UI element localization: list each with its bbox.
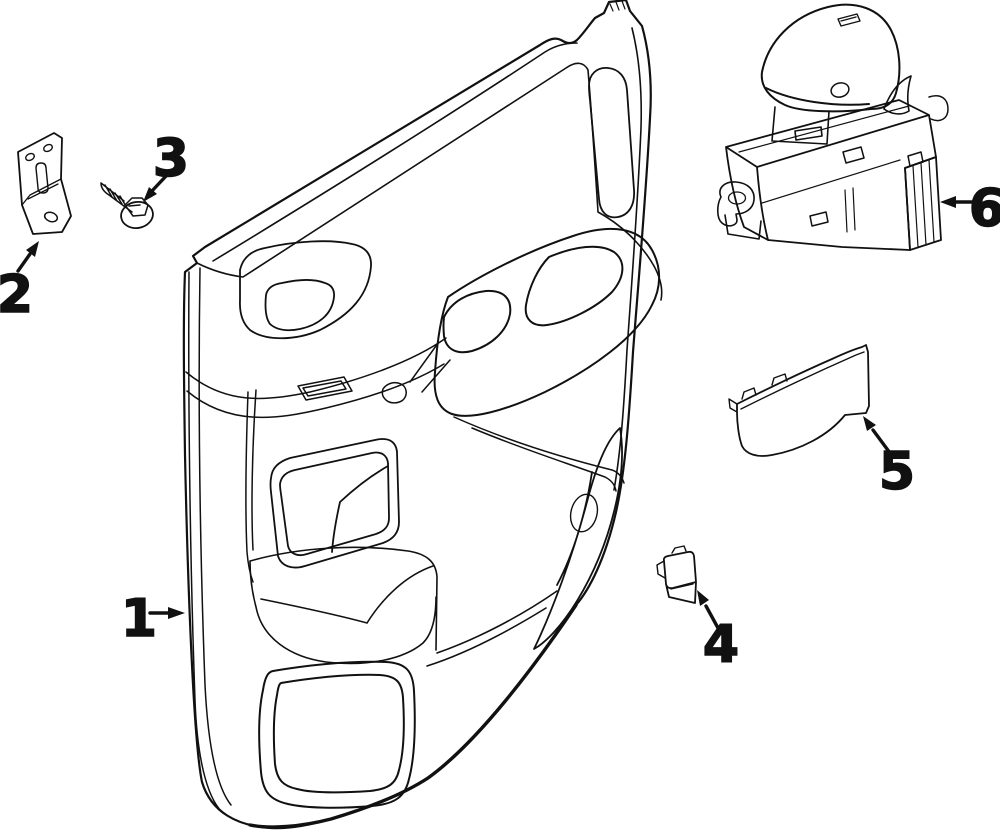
callout-4[interactable]: 4: [697, 590, 740, 676]
panel-top-clip-tab: [609, 0, 626, 12]
part-switch-finisher[interactable]: [728, 344, 870, 457]
callout-6-label: 6: [969, 179, 1000, 239]
part-window-switch[interactable]: [716, 3, 949, 251]
finisher-details: [728, 351, 865, 413]
callout-3-arrowhead: [143, 187, 157, 202]
callout-3-arrow: [149, 173, 169, 194]
bracket-hole-left: [25, 152, 35, 162]
part-bracket[interactable]: [17, 132, 72, 235]
part-clip-cap[interactable]: [656, 545, 697, 604]
clip-body: [662, 550, 697, 604]
callout-1[interactable]: 1: [120, 588, 185, 650]
callout-5-label: 5: [879, 442, 915, 502]
screw-hex-head: [124, 197, 149, 217]
switch-knob-circle: [830, 82, 850, 98]
callout-5[interactable]: 5: [863, 416, 916, 503]
switch-knob: [760, 3, 901, 113]
callout-6[interactable]: 6: [940, 178, 1000, 240]
callout-2-arrowhead: [26, 241, 39, 257]
panel-sill-lines: [196, 27, 663, 491]
switch-face-holes: [809, 95, 949, 227]
screw-threads: [100, 182, 133, 213]
switch-neck: [771, 75, 912, 145]
switch-body-seams: [738, 105, 910, 233]
finisher-outline: [736, 344, 870, 457]
panel-speaker-opening: [258, 660, 416, 809]
panel-pull-handle-recess: [239, 240, 372, 340]
switch-hook-hole: [727, 191, 747, 205]
callout-3-label: 3: [153, 129, 189, 189]
panel-map-pocket: [249, 546, 558, 667]
switch-hook: [716, 181, 762, 240]
callout-6-arrowhead: [940, 196, 956, 208]
callout-2[interactable]: 2: [0, 241, 39, 326]
callout-5-arrowhead: [863, 416, 876, 431]
switch-body: [725, 99, 937, 251]
bracket-hole-right: [43, 143, 53, 153]
panel-armrest: [433, 227, 661, 417]
callout-3[interactable]: 3: [143, 128, 190, 202]
part-screw[interactable]: [100, 182, 155, 231]
bracket-oval-hole: [43, 211, 59, 223]
screw-flange: [120, 200, 154, 230]
callout-2-label: 2: [0, 265, 33, 325]
callout-5-arrow: [871, 428, 892, 455]
switch-knob-slot: [837, 13, 861, 27]
switch-connector: [904, 156, 942, 251]
callout-1-label: 1: [121, 589, 157, 649]
panel-inner-handle-pocket: [269, 438, 400, 569]
callout-1-arrowhead: [168, 607, 185, 619]
panel-bottom-edge-heavy: [248, 603, 578, 829]
bracket-fold-lines: [21, 178, 62, 206]
callout-2-arrow: [16, 252, 32, 273]
callout-4-arrowhead: [697, 590, 709, 606]
bracket-outline: [17, 132, 72, 235]
callout-4-label: 4: [703, 615, 739, 675]
clip-details: [656, 545, 694, 590]
part-door-trim-panel[interactable]: [182, 0, 663, 830]
panel-switch-hole: [297, 376, 407, 404]
panel-left-edge-lines: [188, 267, 257, 813]
switch-connector-ribs: [912, 159, 935, 248]
panel-pillar-window-slot: [588, 67, 635, 219]
panel-finger-pull: [569, 493, 599, 533]
callout-4-arrow: [704, 604, 720, 630]
bracket-slot: [35, 162, 49, 194]
